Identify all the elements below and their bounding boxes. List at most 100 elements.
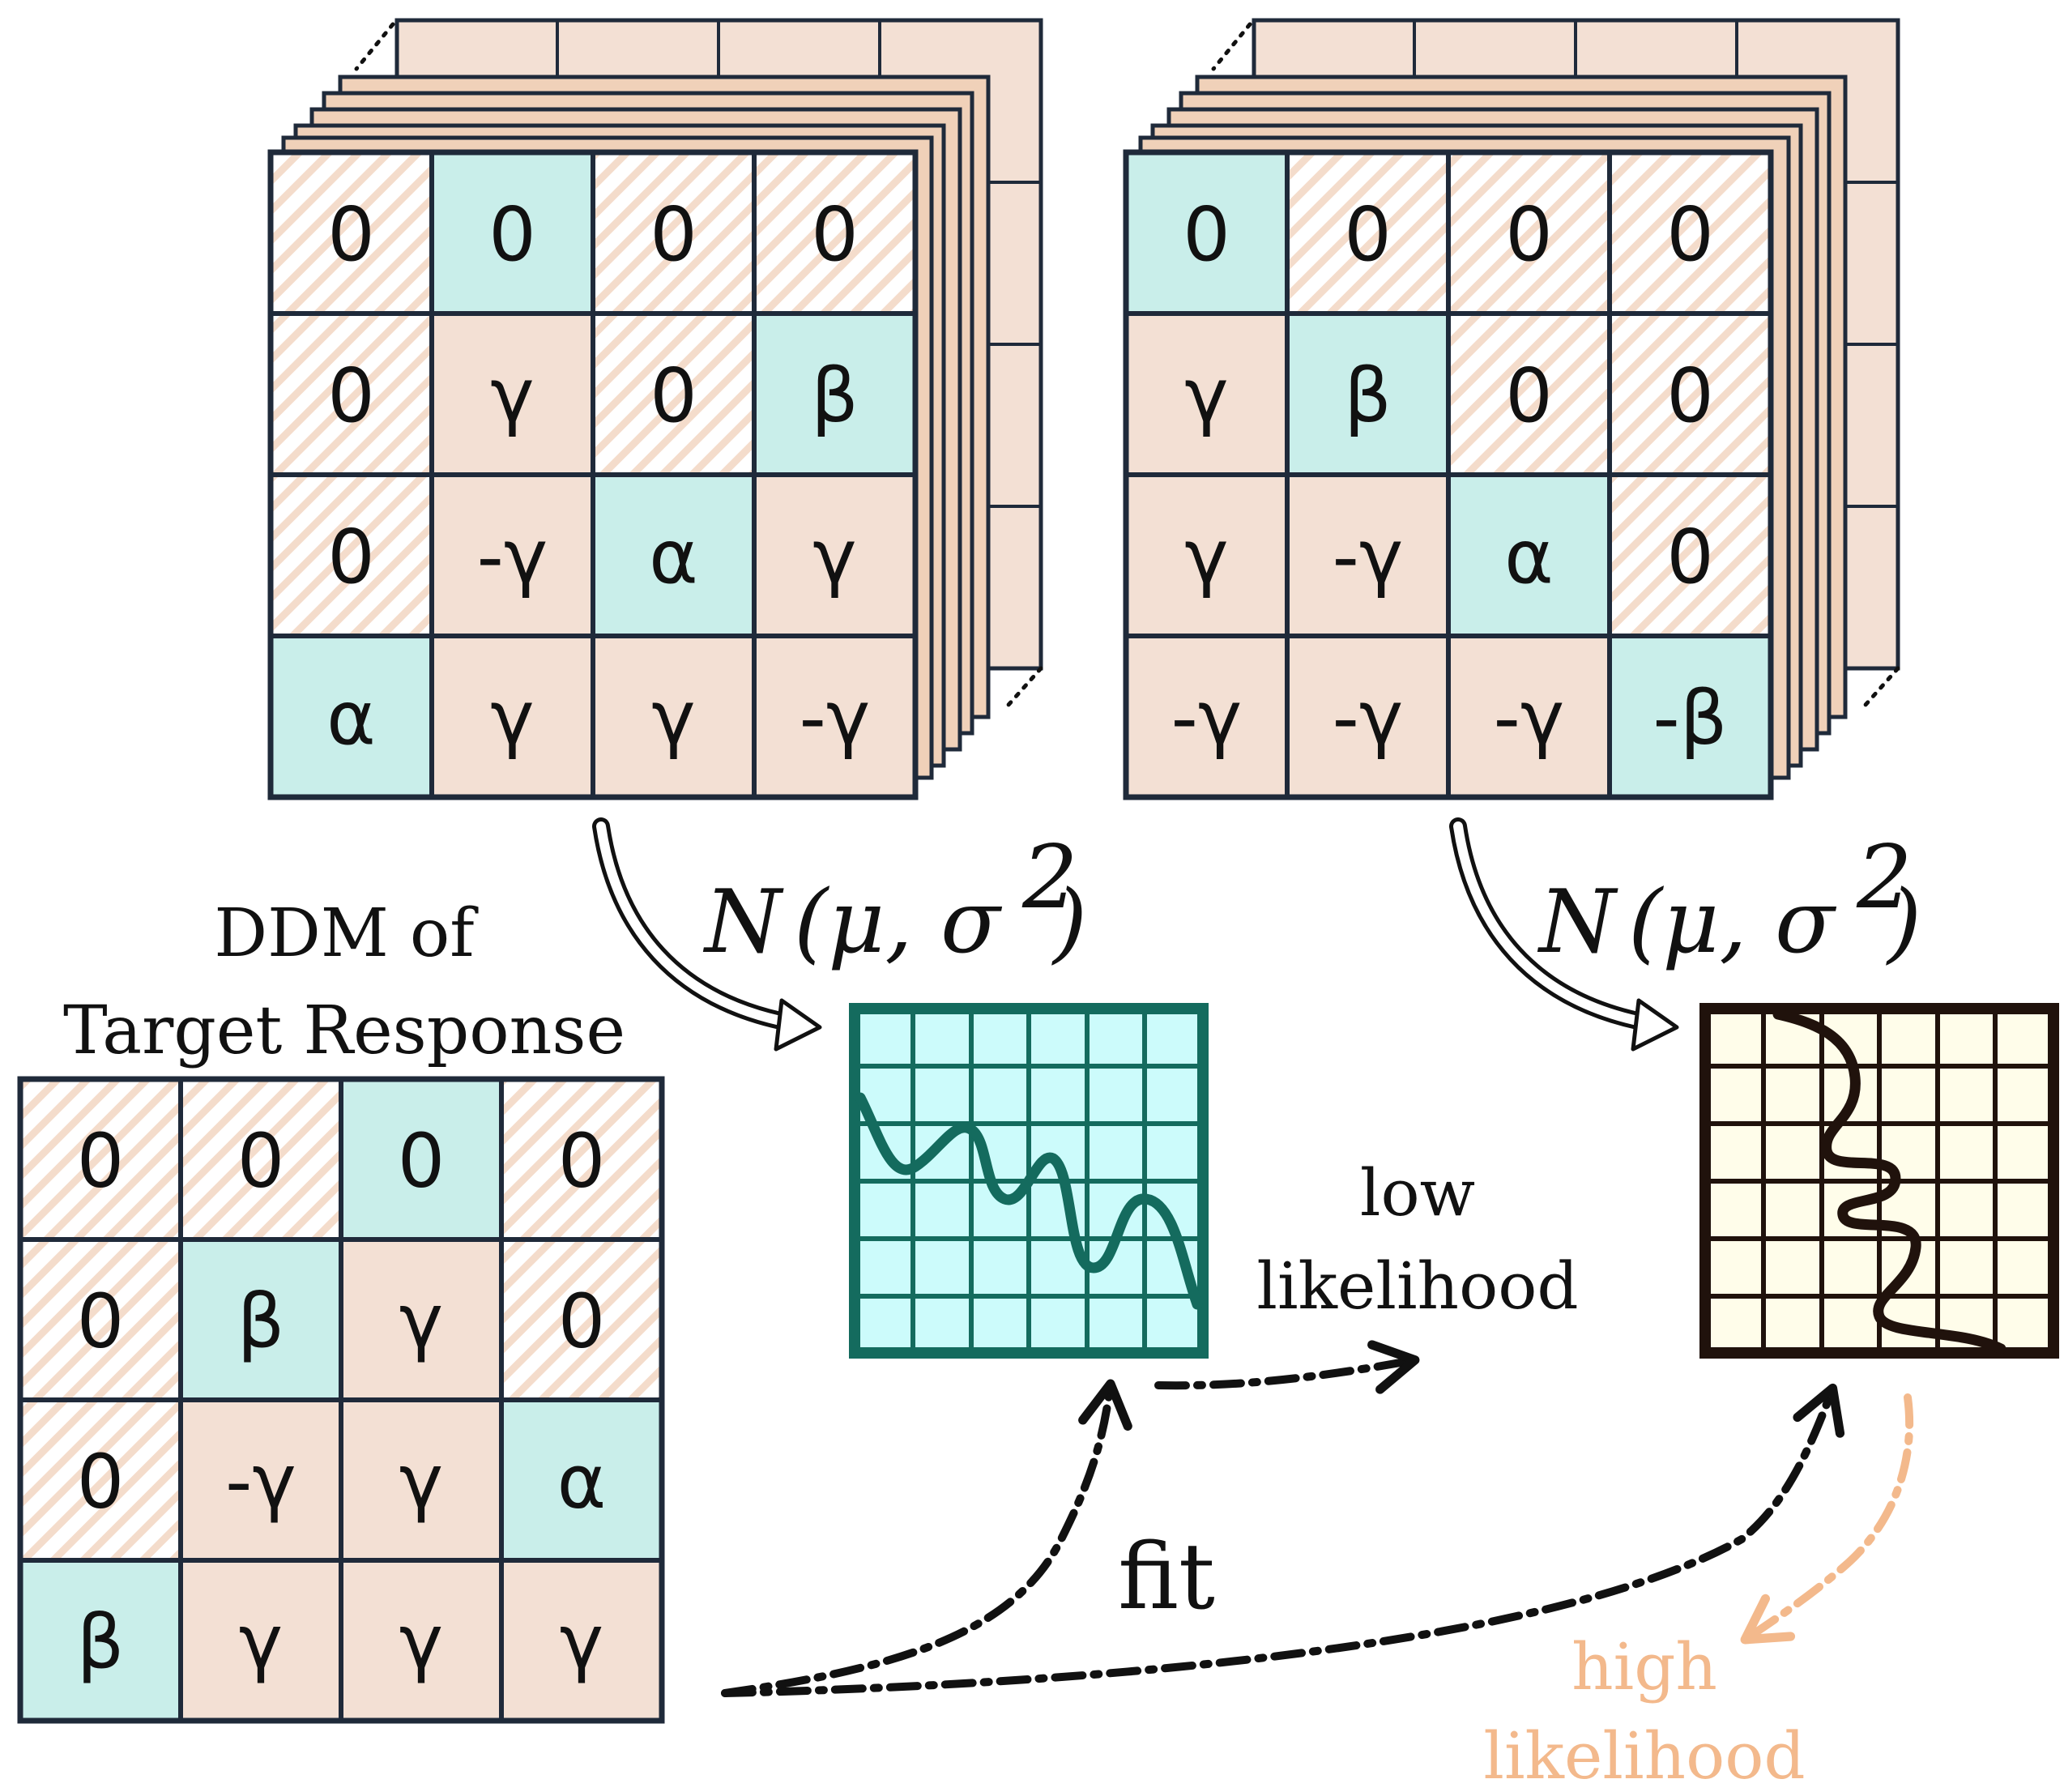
matrix-cell-value: β <box>811 352 859 439</box>
matrix-cell-value: 0 <box>488 191 536 278</box>
matrix-cell-value: 0 <box>1666 352 1714 439</box>
arrow-to-high-likelihood <box>1740 1393 1914 1645</box>
matrix-cell-value: γ <box>399 1599 443 1686</box>
matrix-cell-value: -γ <box>225 1439 296 1525</box>
target-title-line1: DDM of <box>214 895 479 972</box>
fit-arrow-to-teal <box>721 1379 1132 1697</box>
matrix-cell-value: 0 <box>558 1118 606 1205</box>
matrix-cell-value: γ <box>239 1599 283 1686</box>
matrix-cell-value: 0 <box>77 1118 125 1205</box>
matrix-cell <box>499 1558 664 1723</box>
matrix-cell <box>429 150 595 316</box>
matrix-cell-value: 0 <box>1505 191 1553 278</box>
high-likelihood-line2: likelihood <box>1483 1718 1805 1792</box>
matrix-cell-value: 0 <box>77 1439 125 1525</box>
distribution-plot-cream <box>1699 1003 2059 1359</box>
formula-right-symbol: N <box>1537 872 1618 973</box>
matrix-cell-value: -γ <box>477 514 548 600</box>
matrix-cell <box>339 1237 504 1402</box>
matrix-cell <box>268 150 434 316</box>
low-likelihood-line1: low <box>1360 1155 1475 1231</box>
matrix-cell-value: α <box>1504 514 1554 600</box>
matrix-cell <box>752 150 918 316</box>
matrix-cell-value: γ <box>399 1439 443 1525</box>
matrix-cell <box>429 311 595 477</box>
matrix-cell-value: γ <box>1184 352 1228 439</box>
matrix-cell-value: 0 <box>77 1278 125 1365</box>
matrix-cell-value: 0 <box>811 191 859 278</box>
matrix-cell-value: γ <box>651 675 695 762</box>
matrix-cell-value: γ <box>560 1599 603 1686</box>
matrix-cell-value: 0 <box>650 352 697 439</box>
formula-right-close: ) <box>1886 872 1921 973</box>
matrix-cell-value: 0 <box>1666 514 1714 600</box>
matrix-cell-value: -γ <box>1333 675 1404 762</box>
matrix-cell-value: 0 <box>558 1278 606 1365</box>
matrix-cell-value: γ <box>490 675 534 762</box>
matrix-cell-value: 0 <box>1666 191 1714 278</box>
matrix-cell <box>752 311 918 477</box>
matrix-cell <box>1607 150 1773 316</box>
matrix-cell-value: 0 <box>1344 191 1392 278</box>
matrix-cell-value: -γ <box>1494 675 1565 762</box>
fit-arrows <box>721 1340 1914 1697</box>
matrix-cell-value: β <box>237 1278 285 1365</box>
formula-left-symbol: N <box>702 872 784 973</box>
matrix-cell-value: α <box>326 675 376 762</box>
matrix-cell-value: 0 <box>327 514 375 600</box>
matrix-cell-value: α <box>649 514 698 600</box>
normal-distribution-formula-right: N (μ, σ 2 ) <box>1537 827 1921 973</box>
high-likelihood-line1: high <box>1571 1629 1717 1705</box>
fit-label: fit <box>1118 1525 1215 1630</box>
formula-right-exponent: 2 <box>1856 827 1913 928</box>
formula-left-exponent: 2 <box>1021 827 1078 928</box>
matrix-cell <box>339 1558 504 1723</box>
matrix-border <box>1123 149 1774 800</box>
matrix-border <box>267 149 919 800</box>
matrix-cell <box>499 1237 664 1402</box>
arrow-to-low-likelihood <box>1154 1340 1420 1394</box>
matrix-border <box>17 1076 665 1724</box>
matrix-cell-value: 0 <box>650 191 697 278</box>
matrix-cell <box>339 1077 504 1242</box>
matrix-cell-value: α <box>557 1439 607 1525</box>
target-title-line2: Target Response <box>63 992 625 1069</box>
matrix-cell-value: γ <box>490 352 534 439</box>
matrix-cell-value: β <box>77 1599 125 1686</box>
matrix-cell-value: 0 <box>398 1118 446 1205</box>
matrix-cell <box>499 1397 664 1563</box>
dark-curve <box>1772 1009 2006 1355</box>
distribution-plot-teal <box>849 1003 1209 1359</box>
matrix-cell-value: γ <box>1184 514 1228 600</box>
formula-left-args: (μ, σ <box>794 872 1003 973</box>
sampling-arrow-left <box>592 817 822 1052</box>
matrix-cell-value: -γ <box>800 675 871 762</box>
matrix-cell <box>1124 311 1290 477</box>
stack-ellipsis-top-left <box>354 22 395 71</box>
matrix-cell-value: β <box>1344 352 1392 439</box>
matrix-cell-value: γ <box>399 1278 443 1365</box>
matrix-cell-value: 0 <box>237 1118 285 1205</box>
stack-ellipsis-top-right <box>1211 22 1252 71</box>
matrix-cell <box>591 311 757 477</box>
sampling-arrow-right <box>1449 817 1679 1052</box>
matrix-cell-value: -γ <box>1171 675 1243 762</box>
matrix-cell-value: 0 <box>1183 191 1230 278</box>
normal-distribution-formula-left: N (μ, σ 2 ) <box>702 827 1087 973</box>
formula-right-args: (μ, σ <box>1628 872 1837 973</box>
stack-ellipsis-bottom-right <box>1863 666 1900 707</box>
low-likelihood-line2: likelihood <box>1256 1248 1578 1324</box>
matrix-cell-value: γ <box>812 514 856 600</box>
matrix-cell-value: 0 <box>327 191 375 278</box>
fit-arrow-to-cream <box>721 1383 1845 1697</box>
matrix-cell-value: -β <box>1653 675 1728 762</box>
matrix-cell <box>18 1077 183 1242</box>
teal-curve <box>855 1092 1203 1310</box>
